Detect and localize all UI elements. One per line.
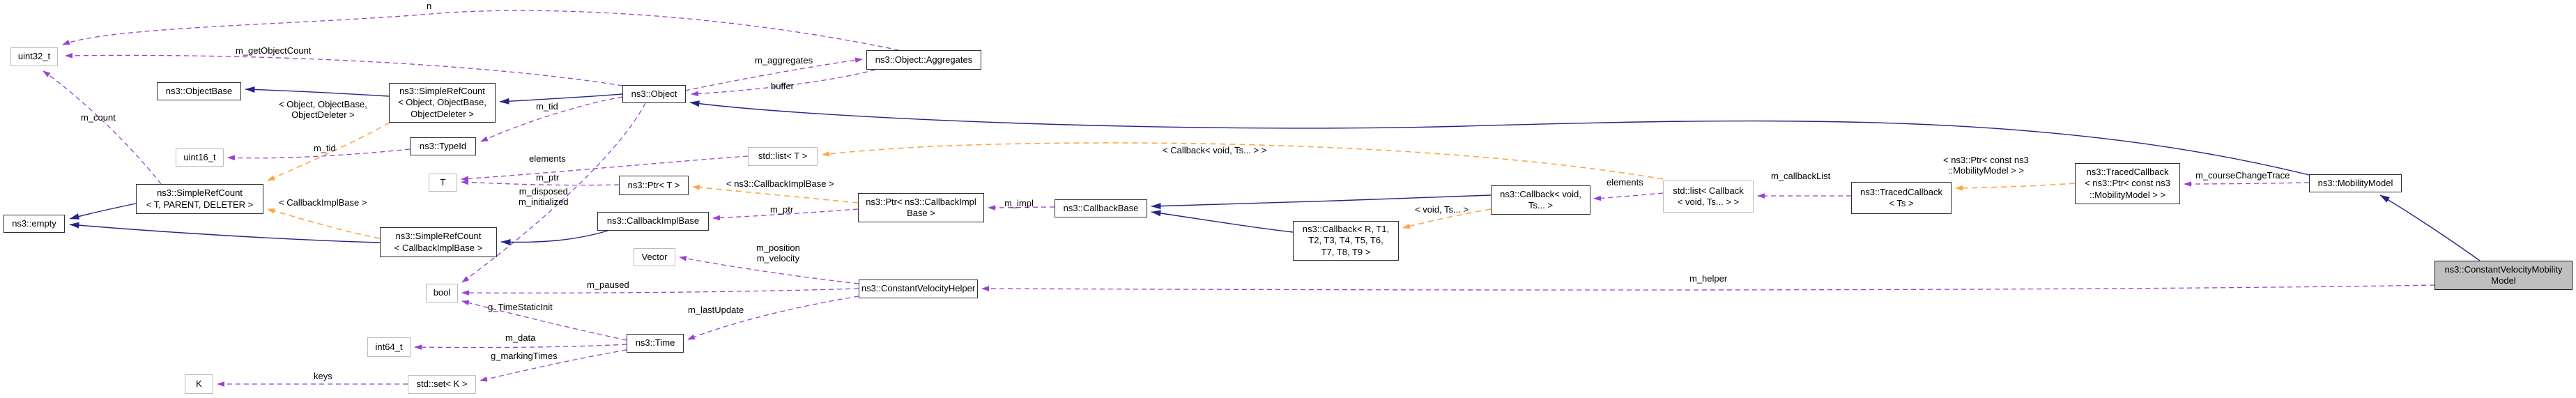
edge-label-m-ptr-callbackimplbase: m_ptr	[770, 204, 794, 215]
edge-label-buffer: buffer	[771, 81, 795, 91]
node-k[interactable]: K	[185, 374, 213, 394]
edge-label-m-getobjectcount: m_getObjectCount	[236, 45, 312, 56]
node-uint16-t[interactable]: uint16_t	[176, 148, 224, 167]
edge-label-g-markingtimes: g_markingTimes	[491, 351, 558, 361]
node-std-list-t[interactable]: std::list< T >	[748, 147, 818, 166]
node-ns3-callback-void-ts[interactable]: ns3::Callback< void, Ts... >	[1491, 185, 1590, 215]
node-ns3-typeid[interactable]: ns3::TypeId	[410, 137, 476, 155]
edge-label-m-coursechangetrace: m_courseChangeTrace	[2195, 170, 2290, 181]
edge-label-m-data: m_data	[505, 332, 536, 343]
edge-label-template-callbackimplbase: < CallbackImplBase >	[279, 197, 367, 208]
edge-label-template-callback-void-ts: < Callback< void, Ts... > >	[1163, 145, 1267, 155]
edge-label-m-paused: m_paused	[587, 280, 629, 290]
node-ns3-ptr-t[interactable]: ns3::Ptr< T >	[619, 176, 689, 195]
edge-label-elements-list-t: elements	[529, 153, 566, 164]
edge-label-elements-callback: elements	[1607, 177, 1643, 187]
node-bool[interactable]: bool	[426, 284, 458, 303]
node-ns3-object[interactable]: ns3::Object	[622, 85, 686, 103]
edge-label-m-count: m_count	[81, 112, 116, 123]
edge-label-template-ptr-const-mobilitymodel: < ns3::Ptr< const ns3 ::MobilityModel > …	[1943, 155, 2029, 176]
node-std-set-k[interactable]: std::set< K >	[408, 375, 476, 394]
node-std-list-callback[interactable]: std::list< Callback < void, Ts... > >	[1663, 181, 1754, 213]
node-ns3-callbackbase[interactable]: ns3::CallbackBase	[1055, 199, 1147, 217]
node-t[interactable]: T	[429, 174, 457, 192]
node-vector[interactable]: Vector	[634, 248, 675, 266]
node-ns3-constantvelocityhelper[interactable]: ns3::ConstantVelocityHelper	[859, 280, 978, 298]
node-uint32-t[interactable]: uint32_t	[10, 47, 58, 66]
edge-label-template-object-objectbase-objectdeleter: < Object, ObjectBase, ObjectDeleter >	[279, 99, 367, 120]
node-ns3-empty[interactable]: ns3::empty	[3, 215, 65, 233]
node-simplerefcount-callbackimplbase[interactable]: ns3::SimpleRefCount < CallbackImplBase >	[380, 227, 497, 257]
edge-label-m-lastupdate: m_lastUpdate	[688, 305, 744, 315]
node-ns3-object-aggregates[interactable]: ns3::Object::Aggregates	[866, 50, 981, 70]
edge-label-m-tid-object: m_tid	[536, 101, 558, 112]
edge-label-m-tid-typeid: m_tid	[314, 143, 336, 153]
edge-label-m-ptr-t: m_ptr	[536, 172, 560, 183]
node-ns3-objectbase[interactable]: ns3::ObjectBase	[157, 82, 241, 100]
node-int64-t[interactable]: int64_t	[367, 337, 411, 357]
node-ns3-ptr-callbackimplbase[interactable]: ns3::Ptr< ns3::CallbackImpl Base >	[858, 193, 984, 222]
node-simplerefcount-generic[interactable]: ns3::SimpleRefCount < T, PARENT, DELETER…	[136, 184, 263, 214]
edge-label-g-timestaticinit: g_TimeStaticInit	[488, 302, 553, 312]
edge-label-template-ns3-callbackimplbase: < ns3::CallbackImplBase >	[726, 178, 834, 189]
edge-label-template-void-ts: < void, Ts... >	[1415, 204, 1469, 215]
edge-label-m-impl: m_impl	[1004, 198, 1034, 208]
node-ns3-callback-r-t1-t9[interactable]: ns3::Callback< R, T1, T2, T3, T4, T5, T6…	[1293, 221, 1399, 261]
node-ns3-mobilitymodel[interactable]: ns3::MobilityModel	[2309, 174, 2402, 192]
edge-label-keys: keys	[314, 371, 332, 381]
node-simplerefcount-object[interactable]: ns3::SimpleRefCount < Object, ObjectBase…	[389, 83, 496, 123]
edge-label-m-aggregates: m_aggregates	[755, 55, 813, 66]
node-ns3-time[interactable]: ns3::Time	[627, 334, 684, 353]
node-ns3-tracedcallback-ts[interactable]: ns3::TracedCallback < Ts >	[1851, 182, 1952, 214]
edge-label-m-position-m-velocity: m_position m_velocity	[756, 243, 800, 263]
edge-label-m-disposed-m-initialized: m_disposed m_initialized	[519, 186, 569, 207]
edge-label-m-callbacklist: m_callbackList	[1771, 171, 1831, 181]
node-ns3-constantvelocitymobilitymodel[interactable]: ns3::ConstantVelocityMobility Model	[2435, 261, 2573, 290]
node-ns3-tracedcallback-mobilitymodel[interactable]: ns3::TracedCallback < ns3::Ptr< const ns…	[2075, 163, 2180, 204]
node-ns3-callbackimplbase[interactable]: ns3::CallbackImplBase	[597, 212, 709, 231]
edge-label-n: n	[427, 1, 432, 11]
edge-label-m-helper: m_helper	[1689, 273, 1728, 284]
